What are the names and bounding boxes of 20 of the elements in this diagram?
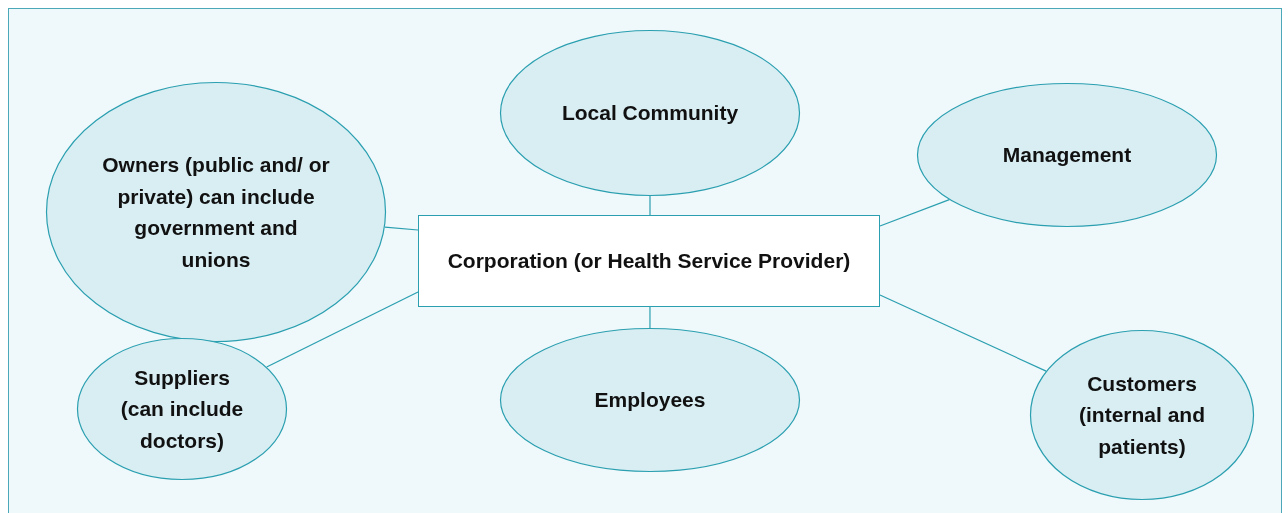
connector-line <box>649 306 651 329</box>
stakeholder-ellipse <box>917 83 1217 227</box>
node-label: Corporation (or Health Service Provider) <box>447 248 851 275</box>
node-label: Employees <box>594 387 706 414</box>
stakeholder-ellipse <box>1030 330 1254 500</box>
connector-line <box>649 195 651 216</box>
stakeholder-ellipse <box>500 328 800 472</box>
node-label: Owners (public and/ or private) can include government and unions <box>101 152 331 273</box>
connector-line <box>879 294 1047 372</box>
node-label: Management <box>1002 142 1132 169</box>
connector-line <box>266 291 419 368</box>
node-label: Suppliers (can include doctors) <box>119 364 245 454</box>
connector-line <box>879 199 950 227</box>
stakeholder-ellipse <box>46 82 386 342</box>
stakeholder-ellipse <box>500 30 800 196</box>
connector-line <box>384 226 419 231</box>
node-label: Customers (internal and patients) <box>1078 370 1206 460</box>
node-label: Local Community <box>561 100 739 127</box>
stakeholder-ellipse <box>77 338 287 480</box>
process-box <box>418 215 880 307</box>
